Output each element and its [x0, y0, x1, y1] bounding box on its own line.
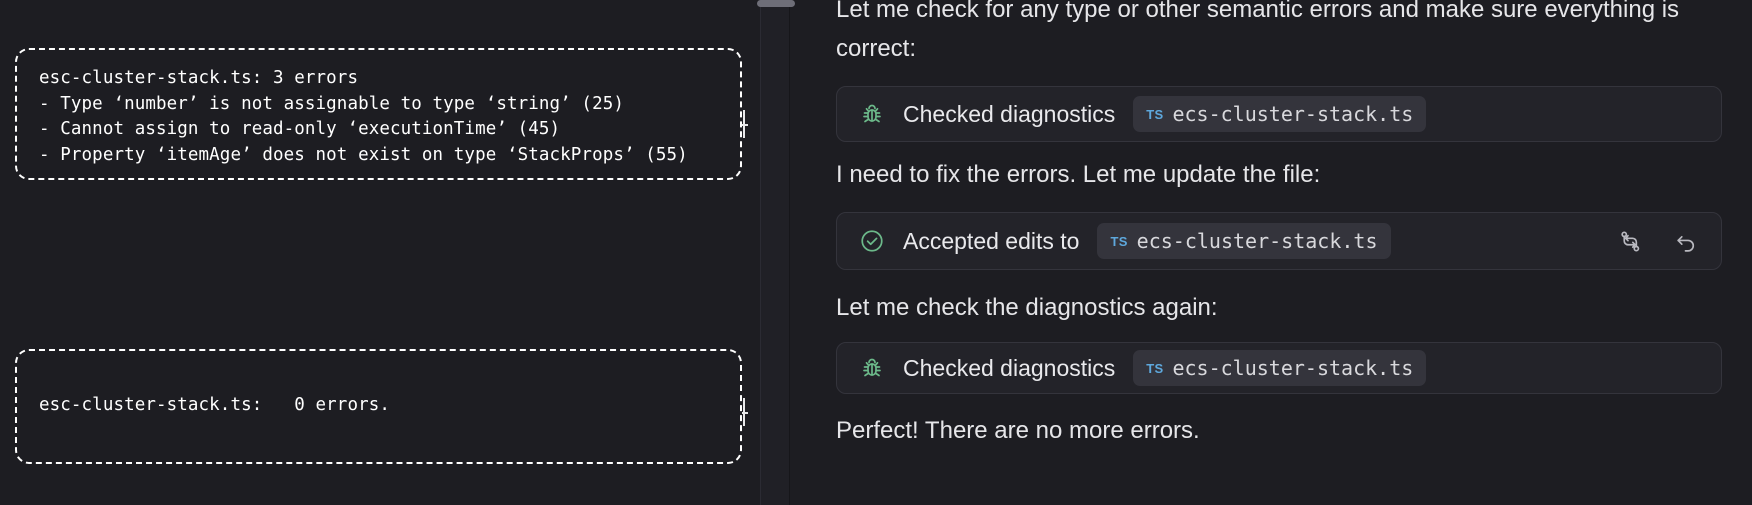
- bug-icon: [859, 355, 885, 381]
- view-diff-icon[interactable]: [1617, 228, 1643, 254]
- tool-card-checked-diagnostics-1[interactable]: Checked diagnostics TS ecs-cluster-stack…: [836, 86, 1722, 142]
- tool-card-actions: [1617, 228, 1699, 254]
- tool-card-label: Checked diagnostics: [903, 100, 1116, 127]
- file-name: ecs-cluster-stack.ts: [1172, 356, 1414, 380]
- annotation-box-errors-after: esc-cluster-stack.ts: 0 errors.: [15, 349, 742, 464]
- annotation-line: - Type ‘number’ is not assignable to typ…: [39, 93, 624, 114]
- assistant-paragraph-2: I need to fix the errors. Let me update …: [836, 161, 1321, 188]
- typescript-badge-icon: TS: [1110, 233, 1128, 249]
- annotation-line: esc-cluster-stack.ts: 3 errors: [39, 68, 359, 88]
- annotation-pane: esc-cluster-stack.ts: 3 errors - Type ‘n…: [0, 0, 752, 505]
- pane-divider-track: [760, 0, 790, 505]
- typescript-badge-icon: TS: [1146, 360, 1164, 376]
- leader-tick-start: [743, 398, 745, 426]
- file-name: ecs-cluster-stack.ts: [1136, 229, 1378, 253]
- check-circle-icon: [859, 228, 885, 254]
- typescript-badge-icon: TS: [1146, 106, 1164, 122]
- file-chip[interactable]: TS ecs-cluster-stack.ts: [1133, 350, 1427, 386]
- assistant-paragraph-4: Perfect! There are no more errors.: [836, 417, 1200, 444]
- tool-card-accepted-edits[interactable]: Accepted edits to TS ecs-cluster-stack.t…: [836, 212, 1722, 270]
- annotation-line: esc-cluster-stack.ts: 0 errors.: [39, 395, 390, 415]
- assistant-paragraph-3: Let me check the diagnostics again:: [836, 294, 1218, 321]
- file-chip[interactable]: TS ecs-cluster-stack.ts: [1133, 96, 1427, 132]
- leader-tick-start: [743, 110, 745, 138]
- annotation-line: - Property ‘itemAge’ does not exist on t…: [39, 144, 688, 165]
- bug-icon: [859, 101, 885, 127]
- horizontal-scrollbar-thumb[interactable]: [757, 0, 795, 7]
- file-name: ecs-cluster-stack.ts: [1172, 102, 1414, 126]
- tool-card-checked-diagnostics-2[interactable]: Checked diagnostics TS ecs-cluster-stack…: [836, 342, 1722, 394]
- annotation-box-errors-before: esc-cluster-stack.ts: 3 errors - Type ‘n…: [15, 48, 742, 180]
- pane-divider: [752, 0, 806, 505]
- tool-card-label: Accepted edits to: [903, 227, 1080, 254]
- undo-icon[interactable]: [1673, 228, 1699, 254]
- tool-card-label: Checked diagnostics: [903, 354, 1116, 381]
- assistant-paragraph-1: Let me check for any type or other seman…: [836, 0, 1680, 62]
- annotation-line: - Cannot assign to read-only ‘executionT…: [39, 119, 561, 139]
- chat-transcript-pane: Let me check for any type or other seman…: [806, 0, 1752, 505]
- file-chip[interactable]: TS ecs-cluster-stack.ts: [1097, 223, 1391, 259]
